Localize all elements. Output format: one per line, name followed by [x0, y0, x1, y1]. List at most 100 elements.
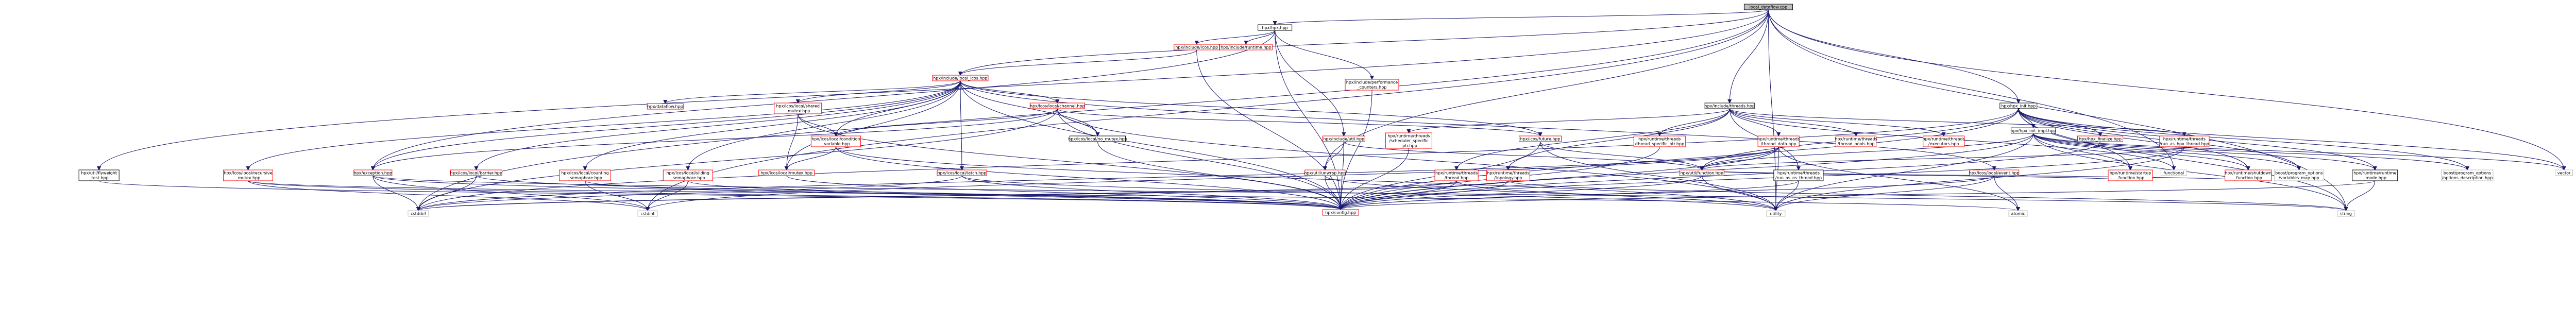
- node-label: hpx/runtime/threads: [1835, 137, 1877, 142]
- node-channel[interactable]: hpx/lcos/local/channel.hpp: [1029, 102, 1085, 109]
- edge-inc_threads-to-thread_pools: [1729, 108, 1856, 136]
- node-label: _mutex.hpp: [235, 176, 260, 180]
- node-string[interactable]: string: [2337, 210, 2355, 217]
- node-thread_data[interactable]: hpx/runtime/threads/thread_data.hpp: [1757, 135, 1800, 147]
- node-label: _counters.hpp: [1357, 85, 1387, 90]
- node-po_varmap[interactable]: boost/program_options/variables_map.hpp: [2274, 169, 2324, 181]
- edge-inc_local_lcos-to-mutex: [787, 80, 961, 170]
- node-label: /thread_specific_ptr.hpp: [1635, 142, 1684, 146]
- edge-inc_local_lcos-to-latch: [960, 80, 962, 170]
- node-box: [1070, 135, 1126, 142]
- node-thread_spec[interactable]: hpx/runtime/threads/thread_specific_ptr.…: [1633, 135, 1686, 147]
- edge-inc_perf-to-config: [1341, 90, 1372, 210]
- node-box: [223, 169, 274, 181]
- node-label: hpx/util/function.hpp: [1681, 170, 1723, 175]
- node-threads_thread[interactable]: hpx/runtime/threads/thread.hpp: [1434, 169, 1479, 181]
- node-box: [1322, 135, 1365, 142]
- edge-latch-to-utility: [961, 175, 1776, 211]
- node-inc_perf[interactable]: hpx/include/performance_counters.hpp: [1345, 79, 1399, 91]
- node-hpxhpp[interactable]: hpx/hpx.hpp: [1258, 24, 1293, 31]
- node-label: hpx/lcos/local/recursive: [224, 171, 272, 176]
- node-latch[interactable]: hpx/lcos/local/latch.hpp: [937, 169, 987, 176]
- node-counting_sem[interactable]: hpx/lcos/local/counting_semaphore.hpp: [559, 169, 612, 181]
- edge-inc_local_lcos-to-barrier: [476, 80, 961, 170]
- node-box: [2337, 210, 2355, 217]
- node-label: hpx/runtime/threads: [1777, 171, 1820, 176]
- node-label: /thread_pools.hpp: [1838, 142, 1875, 146]
- edge-exception-to-cstdint: [372, 175, 648, 211]
- edge-event-to-config: [1341, 175, 1995, 210]
- node-cond_var[interactable]: hpx/lcos/local/condition_variable.hpp: [810, 135, 861, 147]
- node-executors[interactable]: hpx/runtime/threads/executors.hpp: [1923, 135, 1965, 147]
- node-event[interactable]: hpx/lcos/local/event.hpp: [1969, 169, 2020, 176]
- edge-threads_thread-to-config: [1341, 180, 1457, 210]
- edge-inc_local_lcos-to-counting_sem: [585, 80, 961, 170]
- node-hpx_init_impl[interactable]: hpx/hpx_init_impl.hpp: [2011, 127, 2056, 134]
- node-inc_threads[interactable]: hpx/include/threads.hpp: [1705, 102, 1755, 109]
- edge-hpx_init_impl-to-function: [1702, 133, 2034, 170]
- node-cstdint[interactable]: cstdint: [637, 210, 658, 217]
- node-label: hpx/lcos/local/no_mutex.hpp: [1068, 136, 1127, 141]
- edge-root-to-functional: [1768, 9, 2174, 170]
- node-exception[interactable]: hpx/exception.hpp: [353, 169, 393, 176]
- node-label: hpx/runtime/threads: [1923, 137, 1965, 142]
- node-shared_mutex[interactable]: hpx/lcos/local/shared_mutex.hpp: [774, 102, 822, 114]
- node-functional[interactable]: functional: [2160, 169, 2187, 176]
- node-label: hpx/runtime/threads: [1487, 171, 1529, 176]
- edge-flyweight-to-config: [98, 180, 1341, 210]
- node-unwrap[interactable]: hpx/util/unwrap.hpp: [1304, 169, 1346, 176]
- node-box: [1836, 135, 1877, 147]
- node-config[interactable]: hpx/config.hpp: [1322, 209, 1359, 216]
- node-dataflow[interactable]: hpx/dataflow.hpp: [647, 103, 684, 110]
- node-po_desc[interactable]: boost/program_options/options_descriptio…: [2441, 169, 2494, 181]
- node-flyweight[interactable]: hpx/util/flyweight_test.hpp: [78, 169, 120, 181]
- node-run_as_hpx[interactable]: hpx/runtime/threads/run_as_hpx_thread.hp…: [2159, 135, 2210, 147]
- node-startup_fn[interactable]: hpx/runtime/startup_function.hpp: [2108, 169, 2153, 181]
- node-vector[interactable]: vector: [2555, 169, 2573, 176]
- node-no_mutex[interactable]: hpx/lcos/local/no_mutex.hpp: [1068, 135, 1127, 142]
- node-hpx_finalize[interactable]: hpx/hpx_finalize.hpp: [2077, 135, 2124, 142]
- node-box: [1258, 24, 1293, 31]
- node-box: [1519, 135, 1562, 142]
- node-inc_util[interactable]: hpx/include/util.hpp: [1322, 135, 1365, 142]
- edge-topology-to-string: [1507, 180, 2346, 211]
- edge-shared_mutex-to-mutex: [787, 113, 799, 170]
- node-inc_lcos[interactable]: hpx/include/lcos.hpp: [1174, 44, 1220, 50]
- node-rt_mode[interactable]: hpx/runtime/runtime_mode.hpp: [2352, 169, 2398, 181]
- node-label: /thread_data.hpp: [1761, 142, 1797, 146]
- node-function[interactable]: hpx/util/function.hpp: [1679, 169, 1724, 176]
- node-recursive_mutex[interactable]: hpx/lcos/local/recursive_mutex.hpp: [223, 169, 274, 181]
- node-thread_pools[interactable]: hpx/runtime/threads/thread_pools.hpp: [1835, 135, 1877, 147]
- node-box: [408, 210, 429, 217]
- edge-channel-to-cstddef: [418, 108, 1058, 211]
- edge-hpxhpp-to-inc_perf: [1275, 30, 1372, 79]
- node-cstddef[interactable]: cstddef: [408, 210, 429, 217]
- node-mutex[interactable]: hpx/lcos/local/mutex.hpp: [758, 169, 815, 176]
- edge-inc_local_lcos-to-event: [960, 80, 1994, 170]
- node-root[interactable]: local_dataflow.cpp: [1743, 4, 1793, 10]
- node-hpx_init[interactable]: hpx/hpx_init.hpp: [1999, 102, 2038, 109]
- node-atomic[interactable]: atomic: [2008, 210, 2028, 217]
- node-label: hpx/runtime/threads: [1435, 171, 1478, 176]
- edge-run_as_os-to-utility: [1776, 180, 1799, 211]
- node-box: [2160, 169, 2187, 176]
- edge-mutex-to-config: [786, 175, 1341, 210]
- node-inc_local_lcos[interactable]: hpx/include/local_lcos.hpp: [932, 75, 989, 81]
- edge-exception-to-cstddef: [372, 175, 418, 211]
- node-label: hpx/hpx_finalize.hpp: [2079, 136, 2122, 141]
- edge-run_as_hpx-to-utility: [1776, 146, 2185, 211]
- node-shutdown_fn[interactable]: hpx/runtime/shutdown_function.hpp: [2225, 169, 2272, 181]
- node-sliding_sem[interactable]: hpx/lcos/local/sliding_semaphore.hpp: [663, 169, 713, 181]
- node-box: [1486, 169, 1530, 181]
- edge-thread_data-to-atomic: [1778, 146, 2018, 211]
- node-run_as_os[interactable]: hpx/runtime/threads/run_as_os_thread.hpp: [1773, 169, 1824, 181]
- node-inc_runtime[interactable]: hpx/include/runtime.hpp: [1219, 44, 1273, 50]
- node-sched_tss[interactable]: hpx/runtime/threads/scheduler_specific_p…: [1385, 132, 1432, 149]
- node-box: [637, 210, 658, 217]
- node-future[interactable]: hpx/lcos/future.hpp: [1519, 135, 1562, 142]
- node-topology[interactable]: hpx/runtime/threads/topology.hpp: [1486, 169, 1530, 181]
- node-box: [774, 102, 822, 114]
- node-barrier[interactable]: hpx/lcos/local/barrier.hpp: [450, 169, 502, 176]
- node-utility[interactable]: utility: [1766, 210, 1786, 217]
- edge-channel-to-utility: [1057, 108, 1776, 211]
